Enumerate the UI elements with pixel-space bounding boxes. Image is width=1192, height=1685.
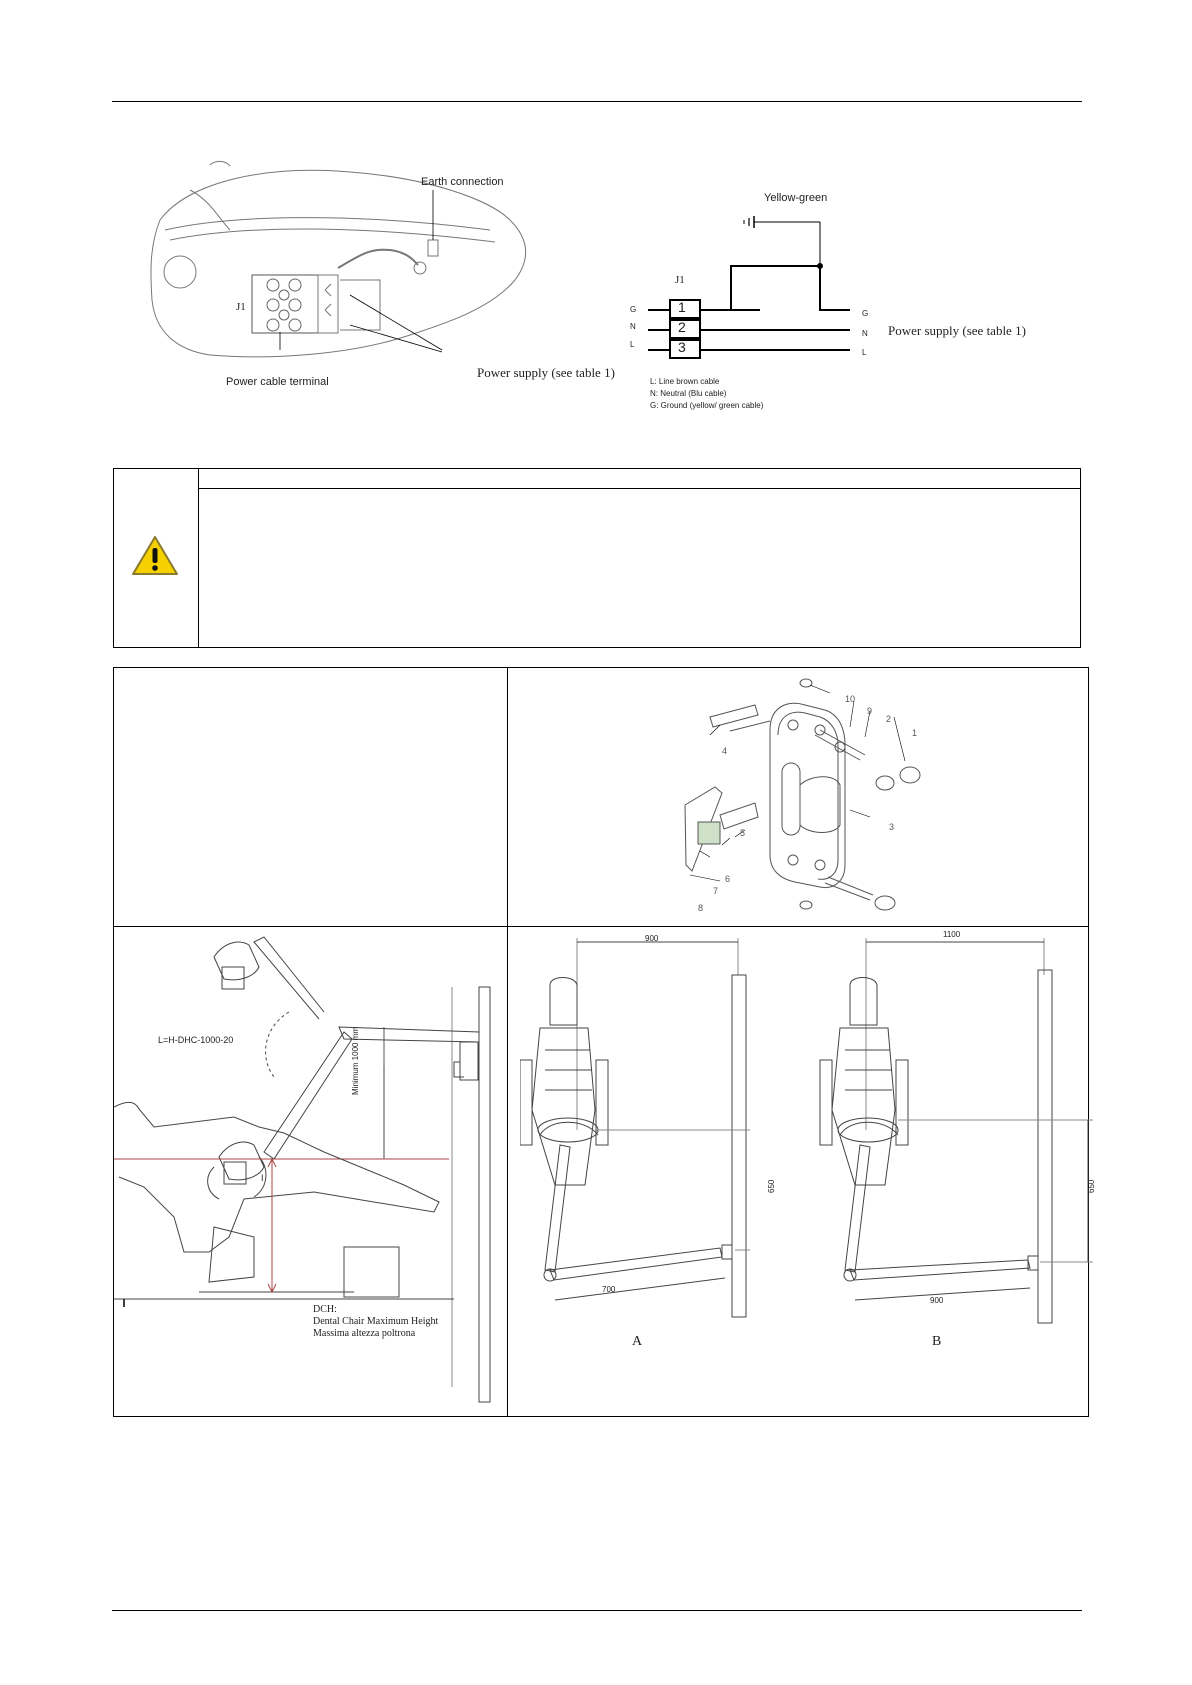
grid-horizontal-divider [113, 926, 1089, 927]
callout-9: 9 [867, 706, 873, 716]
chair-base-wiring-drawing [150, 160, 527, 358]
layout-b-dim-bottom: 900 [930, 1296, 944, 1305]
dch-italian: Massima altezza poltrona [313, 1328, 416, 1339]
callout-2: 2 [886, 714, 892, 724]
j1-wiring-schematic [648, 216, 850, 359]
minimum-height-label: Minimum 1000 mm [351, 1026, 360, 1095]
layout-a-caption: A [632, 1334, 643, 1349]
grid-vertical-divider [507, 667, 508, 1417]
callout-3: 3 [889, 822, 895, 832]
left-label-n: N [630, 322, 636, 331]
layout-b-dim-side: 650 [1087, 1179, 1096, 1193]
header-rule [112, 101, 1082, 102]
warning-box [113, 468, 1081, 648]
dch-label: DCH: Dental Chair Maximum Height Massima… [313, 1304, 438, 1340]
layout-a-dim-top: 900 [645, 934, 659, 943]
legend-neutral: N: Neutral (Blu cable) [650, 389, 727, 398]
callout-10: 10 [845, 694, 856, 704]
left-label-l: L [630, 340, 635, 349]
callout-1: 1 [912, 728, 918, 738]
legend-line: L: Line brown cable [650, 377, 720, 386]
j1-label-right: J1 [675, 274, 685, 286]
yellow-green-label: Yellow-green [764, 192, 828, 204]
layout-a-dim-side: 650 [767, 1179, 776, 1193]
callout-7: 7 [713, 886, 719, 896]
arm-model-code: L=H-DHC-1000-20 [158, 1035, 234, 1045]
power-supply-label-right: Power supply (see table 1) [888, 323, 1026, 338]
terminal-1: 1 [678, 299, 686, 315]
layout-a-dim-bottom: 700 [602, 1285, 616, 1294]
warning-icon [132, 536, 178, 575]
layout-b-dim-top: 1100 [943, 930, 961, 939]
mark-i: I [261, 1173, 264, 1183]
warning-box-header-rule [198, 488, 1081, 489]
layout-b-top-view [819, 938, 1093, 1324]
layout-a-top-view [520, 938, 750, 1318]
wall-bracket-exploded-view [684, 678, 921, 911]
wiring-legend: L: Line brown cable N: Neutral (Blu cabl… [650, 376, 763, 412]
callout-5: 5 [740, 828, 746, 838]
j1-label-left: J1 [236, 301, 246, 313]
power-supply-label-left: Power supply (see table 1) [477, 365, 615, 380]
callout-4: 4 [722, 746, 728, 756]
layout-b-caption: B [932, 1334, 942, 1349]
power-cable-terminal-label: Power cable terminal [226, 376, 329, 388]
earth-connection-label: Earth connection [421, 176, 504, 188]
installation-figures-grid [113, 667, 1089, 1417]
dch-title: DCH: [313, 1304, 337, 1315]
terminal-2: 2 [678, 319, 686, 335]
warning-box-divider [198, 468, 199, 648]
footer-rule [112, 1610, 1082, 1611]
callout-6: 6 [725, 874, 731, 884]
right-label-n: N [862, 329, 868, 338]
dch-english: Dental Chair Maximum Height [313, 1316, 439, 1327]
terminal-3: 3 [678, 339, 686, 355]
callout-8: 8 [698, 903, 704, 913]
right-label-g: G [862, 309, 869, 318]
left-label-g: G [630, 305, 637, 314]
arm-installation-side-view [114, 936, 491, 1403]
right-label-l: L [862, 348, 867, 357]
legend-ground: G: Ground (yellow/ green cable) [650, 401, 764, 410]
